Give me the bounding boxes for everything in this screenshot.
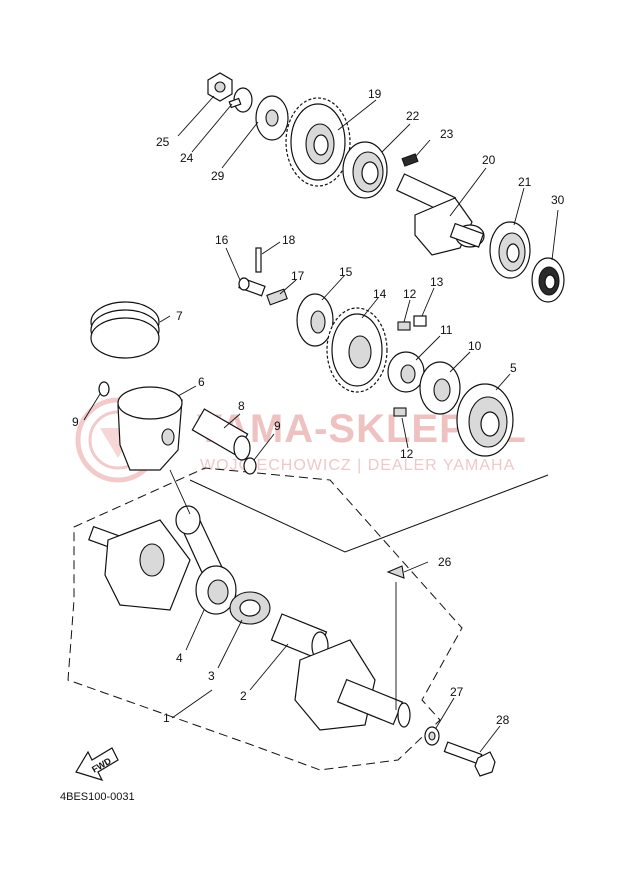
crank-right-half [294,639,411,731]
callout-18: 18 [282,233,296,247]
callout-6: 6 [198,375,205,389]
nut-25 [207,72,233,102]
balancer-gear-19 [285,97,351,187]
callout-3: 3 [208,669,215,683]
bearing-5 [456,383,514,457]
callout-19: 19 [368,87,382,101]
callout-28: 28 [496,713,510,727]
callout-22: 22 [406,109,420,123]
callout-27: 27 [450,685,464,699]
callout-8: 8 [238,399,245,413]
callout-12-upper: 12 [403,287,417,301]
callout-11: 11 [440,323,453,337]
woodruff-key-26 [386,565,405,579]
spring-12-upper [397,321,411,331]
needle-bearing-3 [229,591,271,625]
callout-24: 24 [180,151,194,165]
callout-16: 16 [215,233,229,247]
callout-17: 17 [291,269,305,283]
plate-10 [419,361,461,415]
callout-9-right: 9 [274,419,281,433]
callout-5: 5 [510,361,517,375]
callout-13: 13 [430,275,444,289]
key-23 [401,153,419,167]
callout-21: 21 [518,175,532,189]
bearing-22 [342,141,388,199]
callout-23: 23 [440,127,454,141]
callout-15: 15 [339,265,353,279]
bolt-28 [443,741,496,777]
crankshaft-assembly-outline [67,467,463,771]
plate-15 [296,293,334,347]
spring-12-lower [393,407,407,417]
balancer-shaft-20 [396,173,485,256]
connecting-rod [175,505,237,615]
watermark-subtitle: WOJCIECHOWICZ | DEALER YAMAHA [200,457,515,474]
plate-11 [387,351,425,393]
callout-2: 2 [240,689,247,703]
washer-27 [424,726,440,746]
primary-drive-gear-14 [326,307,388,393]
diagram-code: 4BES100-0031 [60,791,135,803]
callout-26: 26 [438,555,452,569]
bearing-30 [531,257,565,303]
washer-29 [255,95,289,141]
callout-7: 7 [176,309,183,323]
piston-pin-8 [191,408,251,461]
bearing-21 [489,221,531,279]
lock-washer-24 [228,87,253,113]
callout-10: 10 [468,339,482,353]
callout-30: 30 [551,193,565,207]
crank-left-half [88,519,191,611]
callout-1: 1 [163,711,170,725]
spring-13 [413,315,427,327]
clip-9-left [98,381,110,397]
callout-9-left: 9 [72,415,79,429]
callout-29: 29 [211,169,225,183]
upper-group-outline [189,474,549,553]
pin-18 [255,247,262,273]
callout-20: 20 [482,153,496,167]
spring-17 [266,288,288,306]
callout-12-lower: 12 [400,447,414,461]
callouts: 25 24 29 19 22 23 20 21 30 16 18 17 15 1… [72,87,565,727]
piston-rings-7 [90,301,160,359]
callout-14: 14 [373,287,387,301]
piston-6 [117,386,183,471]
fwd-arrow-icon: FWD [75,747,119,781]
pin-16 [238,277,266,297]
clip-9-right [243,457,257,475]
callout-4: 4 [176,651,183,665]
callout-25: 25 [156,135,170,149]
leader-lines [83,95,559,753]
